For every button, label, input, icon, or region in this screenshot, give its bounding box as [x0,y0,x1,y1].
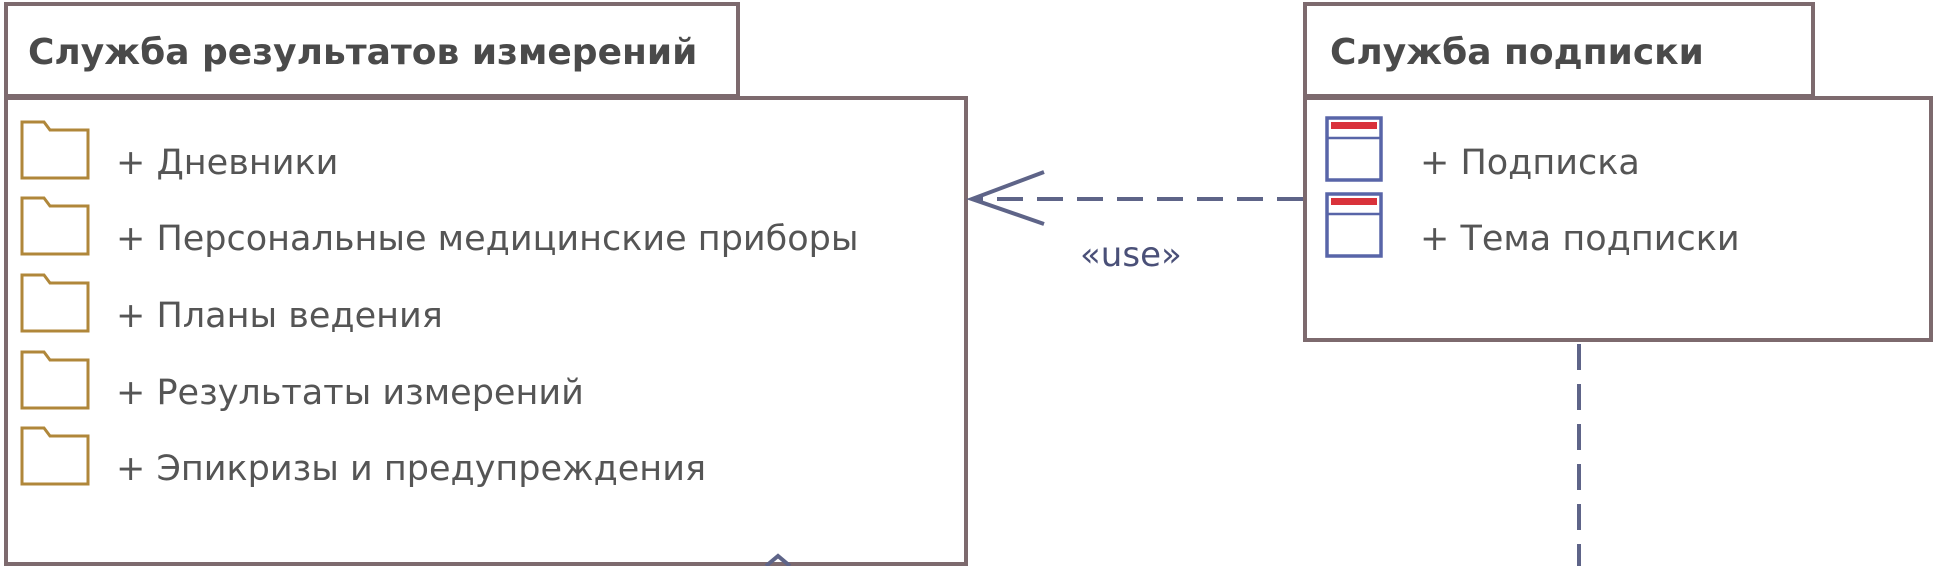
package-item-label: + Подписка [1420,143,1640,183]
package-item-label: + Эпикризы и предупреждения [116,449,706,489]
package-item-subscription[interactable]: + Подписка [1325,116,1640,183]
package-item-label: + Тема подписки [1420,219,1740,259]
subscription-service-package[interactable]: Служба подписки + Подписка + Тема подпис… [1303,2,1933,342]
subscription-service-tab [1303,2,1815,98]
folder-icon [20,120,90,180]
subscription-service-title: Служба подписки [1330,32,1704,73]
folder-icon [20,350,90,410]
measurement-service-title: Служба результатов измерений [28,32,697,73]
use-dependency[interactable]: «use» [966,170,1303,275]
folder-icon [20,196,90,256]
package-item-personal-medical-devices[interactable]: + Персональные медицинские приборы [20,196,859,259]
package-item-label: + Персональные медицинские приборы [116,219,859,259]
subscription-service-body [1303,96,1933,342]
folder-icon [20,273,90,333]
class-icon [1325,116,1383,182]
arrowhead-icon [966,170,1045,226]
package-item-care-plans[interactable]: + Планы ведения [20,273,443,336]
folder-icon [20,426,90,486]
package-item-label: + Дневники [116,143,338,183]
measurement-service-body [4,96,968,566]
package-item-epicrises-and-warnings[interactable]: + Эпикризы и предупреждения [20,426,706,489]
measurement-service-tab [4,2,740,98]
package-item-diaries[interactable]: + Дневники [20,120,338,183]
measurement-service-package[interactable]: Служба результатов измерений + Дневники … [4,2,968,566]
class-icon [1325,192,1383,258]
package-item-label: + Результаты измерений [116,373,584,413]
package-item-label: + Планы ведения [116,296,443,336]
dependency-label: «use» [1080,235,1182,275]
package-item-subscription-topic[interactable]: + Тема подписки [1325,192,1740,259]
connector-tip [764,553,792,566]
package-item-measurement-results[interactable]: + Результаты измерений [20,350,584,413]
